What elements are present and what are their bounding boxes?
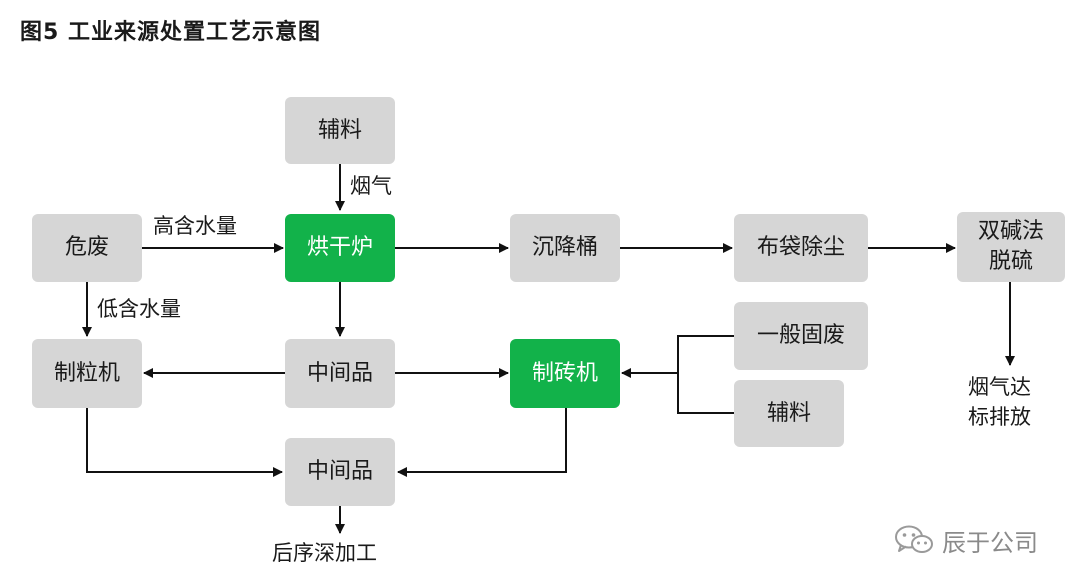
bracket-inputs-to-zhizhuanji (677, 335, 734, 414)
label-dihanshui: 低含水量 (97, 297, 181, 321)
node-chenjiangtong: 沉降桶 (510, 214, 620, 282)
node-fuliao-right: 辅料 (734, 380, 844, 447)
watermark-text: 辰于公司 (942, 528, 1038, 557)
node-zhilijii: 制粒机 (32, 339, 142, 408)
page-title: 图5 工业来源处置工艺示意图 (20, 20, 321, 45)
node-zhongjianpin-bottom: 中间品 (285, 438, 395, 506)
node-budai: 布袋除尘 (734, 214, 868, 282)
node-hongganlu: 烘干炉 (285, 214, 395, 282)
node-yiban: 一般固废 (734, 302, 868, 370)
node-fuliao-top: 辅料 (285, 97, 395, 164)
watermark: 辰于公司 (894, 523, 1038, 557)
label-gaohanshui: 高含水量 (153, 214, 237, 238)
label-houxu: 后序深加工 (272, 541, 377, 565)
node-zhizhuanji: 制砖机 (510, 339, 620, 408)
wechat-icon (895, 525, 933, 553)
node-shuangjian: 双碱法 脱硫 (957, 212, 1065, 282)
label-yanqi: 烟气 (350, 174, 392, 198)
node-zhongjianpin-mid: 中间品 (285, 339, 395, 408)
node-weifei: 危废 (32, 214, 142, 282)
label-output: 烟气达 标排放 (968, 375, 1031, 429)
arrow-zhilijii-to-zhongjianpin-bottom (86, 408, 283, 477)
arrow-zhizhuanji-to-zhongjianpin-bottom (397, 408, 567, 477)
